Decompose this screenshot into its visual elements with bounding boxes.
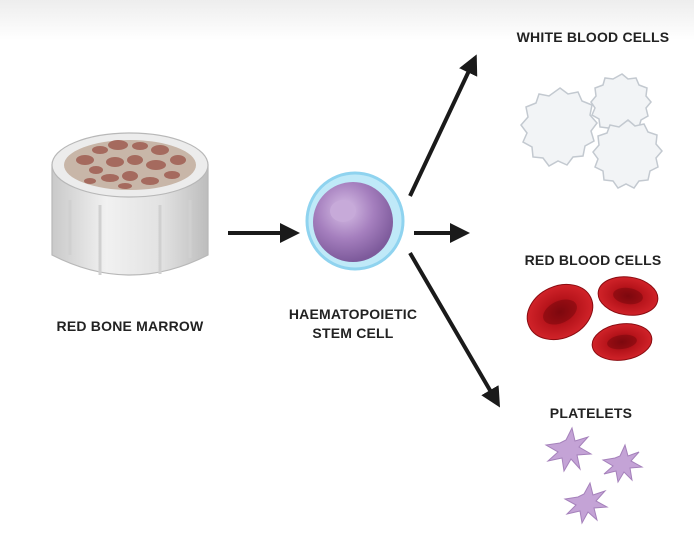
red-bone-marrow-label: RED BONE MARROW	[56, 318, 204, 334]
platelet-icon	[544, 426, 644, 525]
bone-marrow-icon	[51, 132, 209, 276]
stem-cell-label-line2: STEM CELL	[312, 325, 394, 341]
white-blood-cells-label: WHITE BLOOD CELLS	[516, 29, 670, 45]
stem-cell-label-line1: HAEMATOPOIETIC	[288, 306, 418, 322]
platelets-label: PLATELETS	[549, 405, 633, 421]
white-blood-cell-icon	[520, 73, 663, 189]
arrow-icon	[408, 251, 501, 408]
arrow-icon	[408, 54, 478, 197]
red-blood-cell-icon	[526, 276, 659, 361]
stem-cell-icon	[305, 171, 405, 271]
red-blood-cells-label: RED BLOOD CELLS	[524, 252, 662, 268]
stem-cell-label: HAEMATOPOIETIC STEM CELL	[268, 305, 438, 343]
